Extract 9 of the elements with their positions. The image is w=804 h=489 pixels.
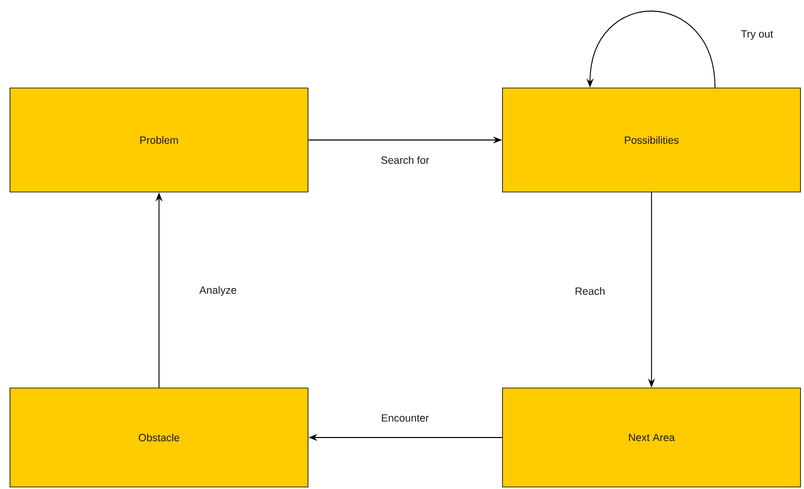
edge-label: Encounter <box>380 413 430 423</box>
edge-label: Search for <box>380 155 430 165</box>
process-box: Possibilities <box>502 88 801 192</box>
process-box: Next Area <box>502 388 801 488</box>
edge-label: Try out <box>740 29 774 41</box>
process-box: Obstacle <box>10 388 308 488</box>
edge-label: Analyze <box>198 285 238 297</box>
edge-label: Reach <box>574 286 606 296</box>
process-box: Problem <box>10 88 308 192</box>
